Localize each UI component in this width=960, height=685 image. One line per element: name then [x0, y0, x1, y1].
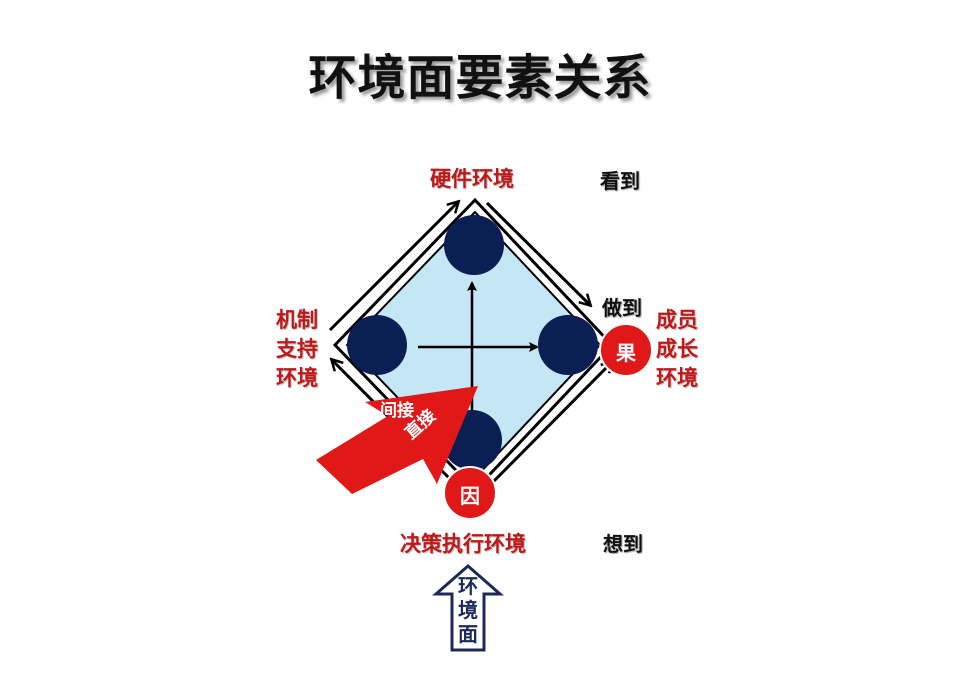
node-top [444, 215, 504, 275]
label-decision-env: 决策执行环境 [400, 532, 526, 556]
label-do: 做到 [602, 296, 642, 320]
label-member-growth-env-text: 成员成长环境 [656, 308, 698, 390]
label-think: 想到 [603, 532, 643, 556]
flow-arrow-bottom-right [485, 362, 612, 490]
cause-node [443, 466, 497, 520]
label-hardware-env: 硬件环境 [430, 167, 514, 191]
page-title: 环境面要素关系 [308, 50, 652, 106]
label-mechanism-env: 机制支持环境 [276, 306, 326, 393]
big-arrow-indirect-label: 间接 [380, 401, 414, 421]
label-mechanism-env-text: 机制支持环境 [276, 308, 318, 390]
cause-node-label: 因 [460, 484, 480, 508]
node-right [538, 315, 598, 375]
label-member-growth-env: 成员成长环境 [656, 306, 706, 393]
node-left [347, 315, 407, 375]
bottom-hollow-arrow [432, 564, 504, 652]
bottom-arrow-label-text: 环境面 [458, 574, 478, 646]
big-red-arrow [316, 386, 478, 494]
bottom-arrow-label: 环境面 [453, 574, 483, 646]
flow-arrow-top-right [485, 201, 590, 305]
effect-node-label: 果 [616, 341, 636, 365]
flow-arrow-left-up [328, 202, 458, 332]
label-see: 看到 [600, 169, 640, 193]
effect-node [599, 323, 653, 377]
